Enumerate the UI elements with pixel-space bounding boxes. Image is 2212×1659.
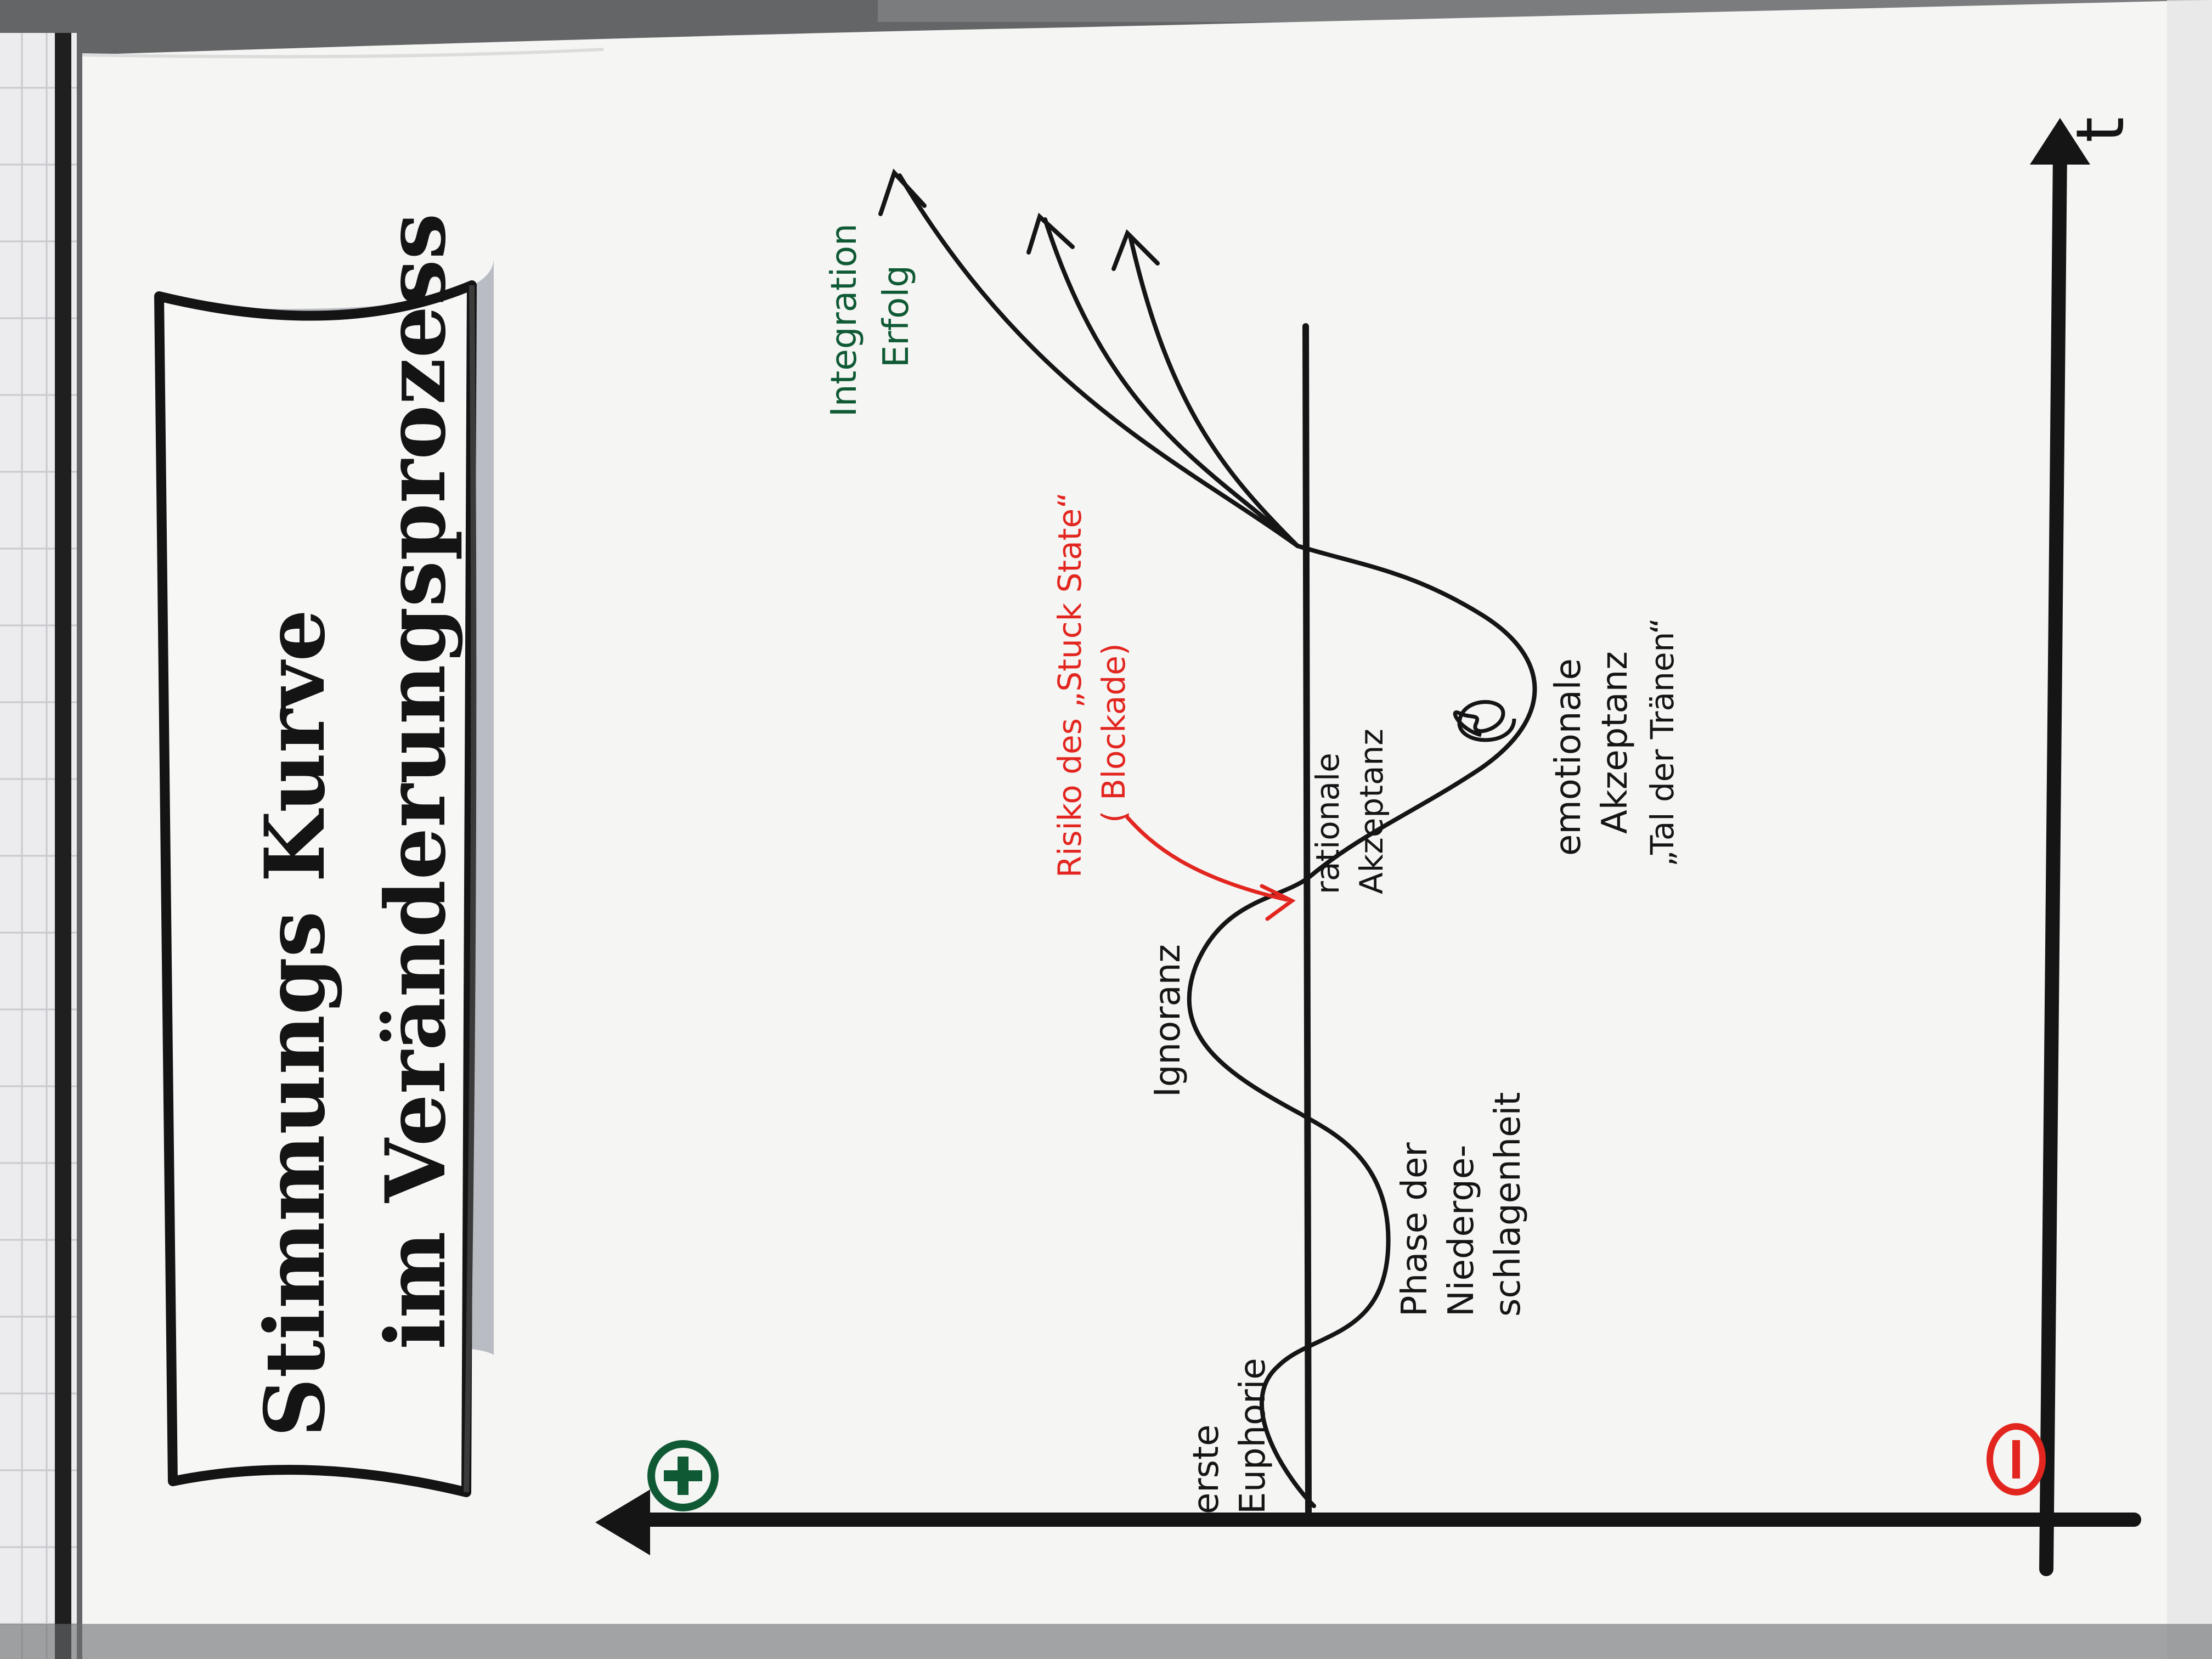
- emotionale-akzeptanz-label: emotionale Akzeptanz „Tal der Tränen“: [1548, 618, 1681, 867]
- spiral-icon: [1453, 700, 1516, 742]
- integration-label: Integration Erfolg: [824, 223, 917, 417]
- axes: [640, 146, 2141, 1576]
- svg-text:„Tal der Tränen“: „Tal der Tränen“: [1644, 618, 1681, 867]
- svg-text:Ignoranz: Ignoranz: [1148, 944, 1188, 1097]
- niedergeschlagenheit-label: Phase der Niederge- schlagenheit: [1395, 1092, 1528, 1317]
- stuck-state-label: Risiko des „Stuck State“ ( Blockade): [1051, 492, 1132, 878]
- title: Stimmungs Kurve im Veränderungsprozess: [247, 213, 464, 1437]
- svg-text:Phase der: Phase der: [1395, 1142, 1435, 1317]
- svg-text:Euphorie: Euphorie: [1233, 1358, 1273, 1514]
- paper-sheet: [82, 0, 2212, 1659]
- svg-text:emotionale: emotionale: [1548, 658, 1589, 856]
- time-label: t: [2063, 117, 2139, 143]
- svg-text:( Blockade): ( Blockade): [1095, 643, 1132, 823]
- mood-curve: [878, 168, 1537, 1508]
- mood-axis-arrow: [595, 1489, 650, 1555]
- svg-text:Erfolg: Erfolg: [876, 265, 917, 368]
- svg-text:Akzeptanz: Akzeptanz: [1595, 651, 1635, 834]
- stuck-state-arrow: [1125, 815, 1296, 921]
- time-axis-arrow: [2030, 118, 2090, 165]
- erste-euphorie-label: erste Euphorie: [1186, 1358, 1273, 1514]
- svg-text:Niederge-: Niederge-: [1441, 1145, 1482, 1317]
- grid-sheet: [0, 33, 77, 1659]
- title-line-2: im Veränderungsprozess: [368, 213, 464, 1350]
- svg-text:schlagenheit: schlagenheit: [1488, 1092, 1528, 1317]
- minus-circle-icon: [1987, 1423, 2046, 1496]
- svg-text:Integration: Integration: [824, 223, 865, 417]
- svg-text:rationale: rationale: [1309, 753, 1346, 894]
- ignoranz-label: Ignoranz: [1148, 944, 1188, 1097]
- svg-text:Risiko des „Stuck State“: Risiko des „Stuck State“: [1051, 492, 1088, 878]
- title-banner: [154, 280, 477, 1497]
- svg-text:erste: erste: [1186, 1425, 1227, 1515]
- title-line-1: Stimmungs Kurve: [247, 610, 343, 1437]
- rationale-akzeptanz-label: rationale Akzeptanz: [1309, 729, 1390, 894]
- plus-circle-icon: [647, 1440, 719, 1511]
- svg-text:Akzeptanz: Akzeptanz: [1353, 729, 1390, 894]
